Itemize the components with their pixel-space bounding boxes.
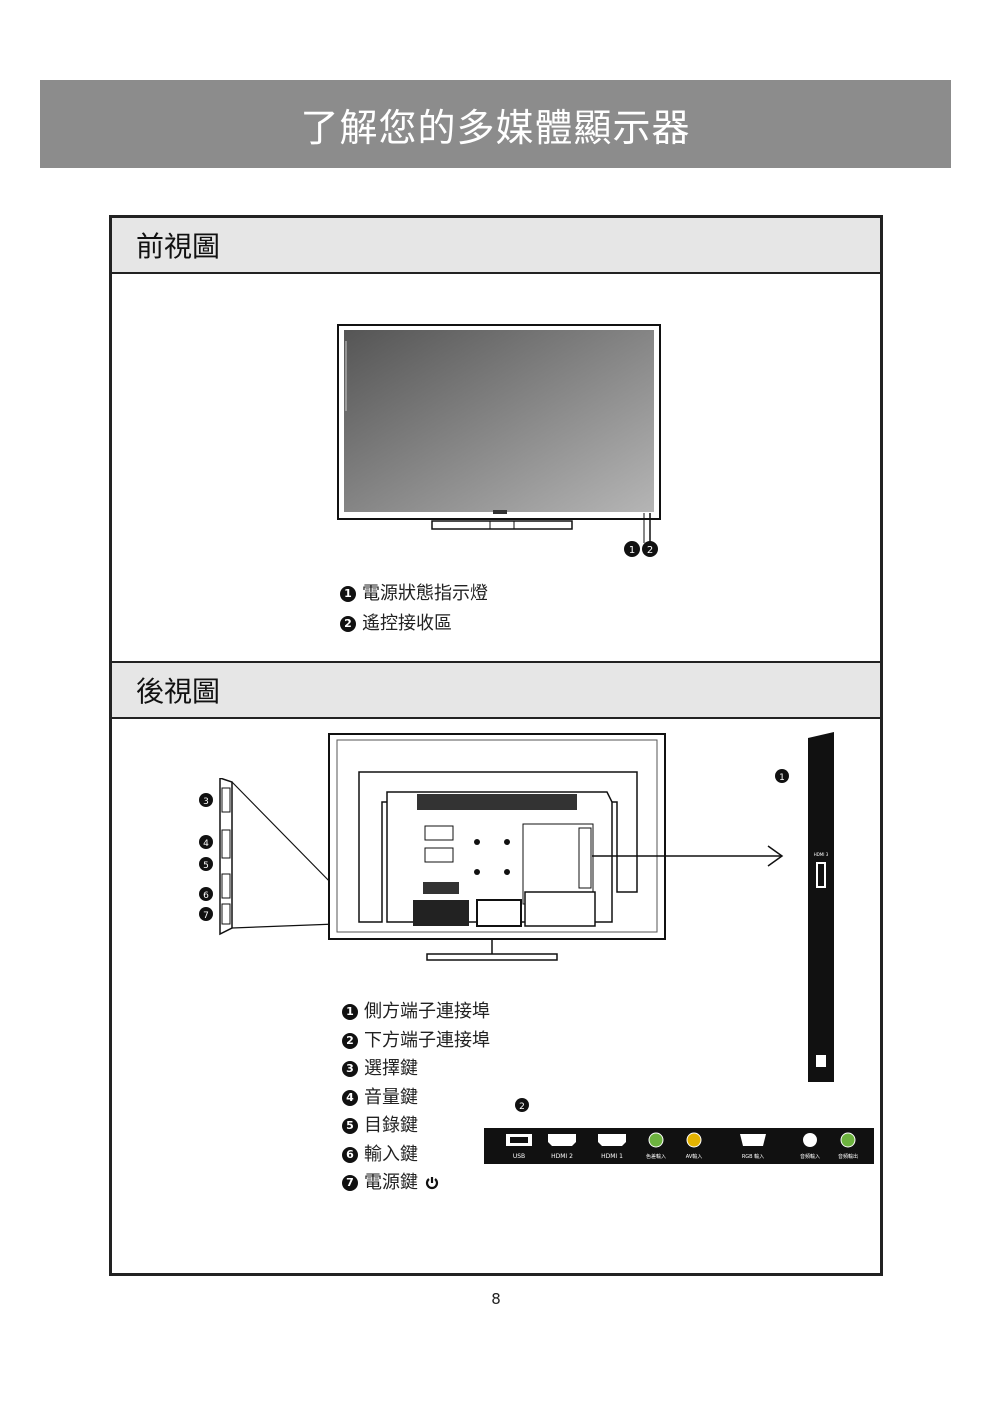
legend-number: 7	[342, 1175, 358, 1192]
port-label: RGB 輸入	[742, 1153, 764, 1160]
page-title: 了解您的多媒體顯示器	[300, 105, 691, 150]
hdmi3-label: HDMI 3	[814, 852, 829, 857]
legend-item: 1 側方端子連接埠	[342, 998, 490, 1027]
title-banner: 了解您的多媒體顯示器	[40, 80, 951, 168]
legend-number: 3	[342, 1061, 358, 1078]
legend-label: 音量鍵	[364, 1086, 418, 1108]
back-callout	[775, 769, 789, 783]
legend-number: 5	[342, 1118, 358, 1135]
back-callout	[199, 857, 213, 871]
legend-label: 側方端子連接埠	[364, 1001, 490, 1022]
port-label: 色差輸入	[646, 1153, 666, 1160]
legend-number: 1	[342, 1004, 358, 1021]
port-label: USB	[513, 1153, 525, 1160]
page-number: 8	[491, 1290, 501, 1308]
legend-label: 下方端子連接埠	[364, 1029, 490, 1051]
legend-number: 2	[342, 1032, 358, 1049]
port-label: 音頻輸入	[800, 1153, 820, 1160]
legend-item: 7 電源鍵	[342, 1169, 490, 1198]
front-callout	[642, 541, 658, 557]
front-callout-label: 2	[647, 545, 653, 556]
back-callout	[199, 835, 213, 849]
legend-label: 遙控接收區	[362, 613, 452, 634]
side-terminal-panel: 1 HDMI 3	[775, 732, 834, 1082]
back-view-title: 後視圖	[136, 675, 221, 708]
legend-number: 4	[342, 1089, 358, 1106]
legend-label: 目錄鍵	[364, 1115, 418, 1136]
back-callout	[199, 887, 213, 901]
front-legend: 1 電源狀態指示燈 2 遙控接收區	[340, 579, 488, 639]
front-tv-illustration: 1 2	[337, 324, 661, 557]
connector-arrows	[592, 845, 784, 867]
legend-item: 6 輸入鍵	[342, 1141, 490, 1170]
content-frame: 前視圖 1 2 1 電源狀態指示燈 2 遙控接收區	[109, 215, 883, 1276]
port-label: 音頻輸出	[838, 1153, 858, 1160]
port-label: AV輸入	[686, 1153, 703, 1160]
legend-item: 1 電源狀態指示燈	[340, 579, 488, 609]
side-buttons-illustration: 3 4 5 6 7	[199, 778, 337, 936]
back-callout-label: 4	[203, 839, 209, 849]
back-callout-label: 7	[203, 911, 209, 921]
back-callout	[515, 1098, 529, 1112]
legend-number: 2	[340, 616, 356, 632]
legend-number: 1	[340, 586, 356, 602]
legend-item: 4 音量鍵	[342, 1084, 490, 1113]
front-view-title: 前視圖	[136, 230, 221, 263]
legend-label: 電源鍵	[364, 1172, 418, 1193]
back-tv-illustration	[328, 733, 666, 961]
back-callout-label: 1	[779, 773, 785, 783]
legend-label: 選擇鍵	[364, 1058, 418, 1079]
back-callout	[199, 793, 213, 807]
legend-item: 3 選擇鍵	[342, 1055, 490, 1084]
legend-item: 2 下方端子連接埠	[342, 1027, 490, 1056]
legend-label: 輸入鍵	[364, 1143, 418, 1165]
bottom-terminal-panel: 2 USB HDMI 2 HDMI 1 色差輸入 AV輸入 RGB 輸入 音頻輸…	[484, 1098, 874, 1164]
back-callout	[199, 907, 213, 921]
legend-label: 電源狀態指示燈	[362, 583, 488, 604]
back-callout-label: 6	[203, 891, 209, 901]
legend-number: 6	[342, 1146, 358, 1163]
back-callout-label: 5	[203, 861, 209, 871]
back-callout-label: 2	[519, 1102, 525, 1112]
port-label: HDMI 1	[601, 1153, 623, 1160]
back-view-header: 後視圖	[112, 661, 880, 719]
legend-item: 2 遙控接收區	[340, 609, 488, 639]
back-callout-label: 3	[203, 797, 209, 807]
legend-item: 5 目錄鍵	[342, 1112, 490, 1141]
power-icon	[425, 1177, 439, 1190]
front-view-header: 前視圖	[112, 218, 880, 274]
port-label: HDMI 2	[551, 1153, 573, 1160]
front-callout-label: 1	[629, 545, 635, 556]
front-callout	[624, 541, 640, 557]
